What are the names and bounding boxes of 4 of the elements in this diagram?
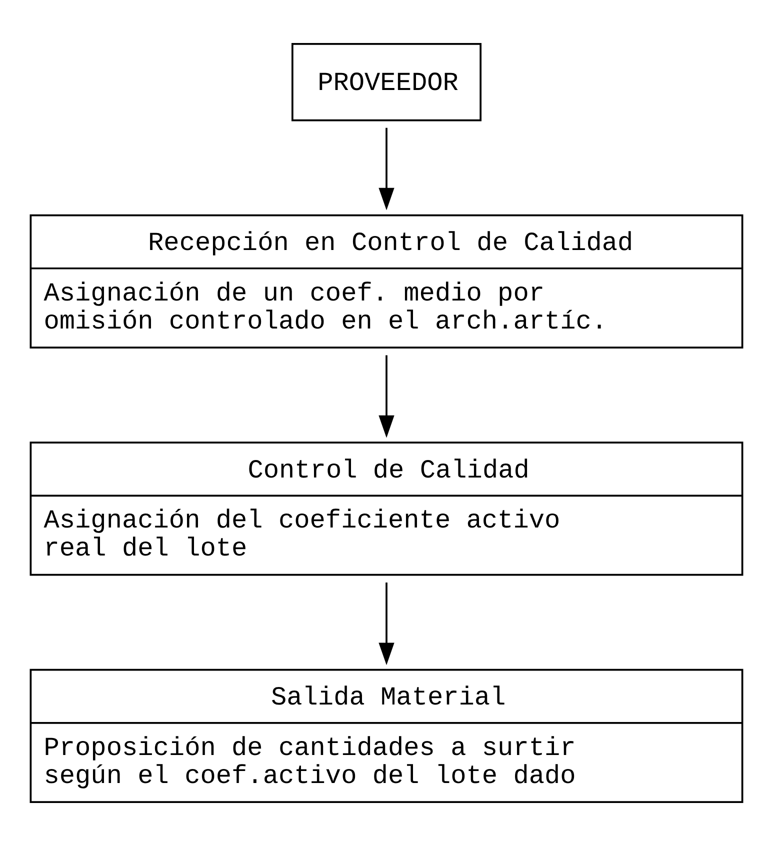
arrow xyxy=(378,354,394,438)
arrow xyxy=(378,582,394,665)
arrow xyxy=(378,127,394,210)
node-box: PROVEEDOR xyxy=(292,42,482,121)
